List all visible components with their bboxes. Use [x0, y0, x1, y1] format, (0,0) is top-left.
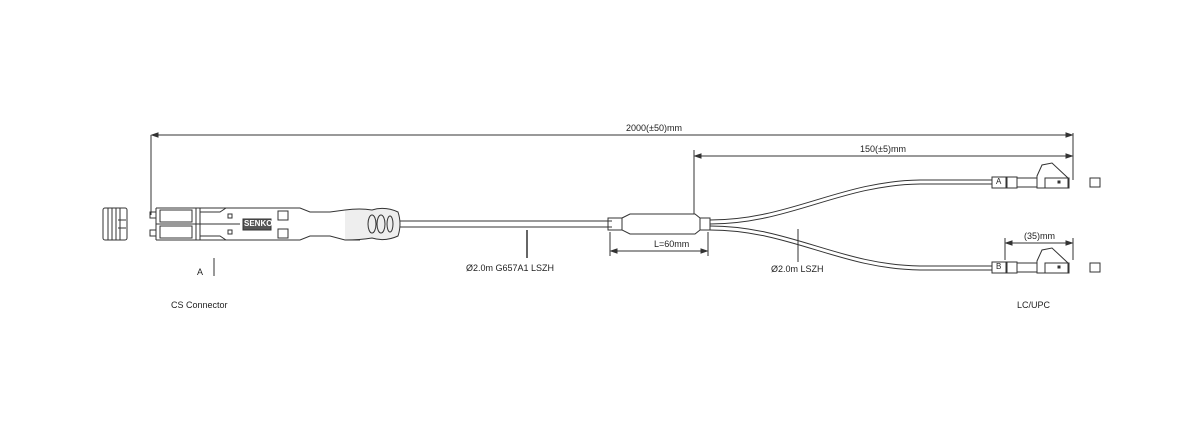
cs-connector-body: [149, 207, 401, 241]
lc-connector-a: [991, 162, 1101, 189]
cs-connector-label: CS Connector: [171, 300, 228, 310]
section-marker-label: A: [197, 267, 204, 277]
lc-upc-label: LC/UPC: [1017, 300, 1051, 310]
main-cable-label: Ø2.0m G657A1 LSZH: [466, 263, 555, 273]
cs-dust-cap: [102, 207, 128, 241]
breakout-legs: [709, 179, 992, 271]
connector-length-dimension: [1004, 238, 1074, 260]
main-cable: [400, 220, 612, 258]
total-length-dimension: [150, 132, 1074, 215]
breakout-cable-label: Ø2.0m LSZH: [771, 264, 824, 274]
breakout-length-dimension: [693, 150, 1074, 222]
connector-length-label: (35)mm: [1024, 231, 1055, 241]
splitter: [607, 213, 711, 256]
splitter-length-label: L=60mm: [654, 239, 690, 249]
leg-a-tag: A: [996, 177, 1002, 186]
lc-connector-b: [991, 247, 1101, 274]
total-length-label: 2000(±50)mm: [626, 123, 682, 133]
breakout-length-label: 150(±5)mm: [860, 144, 906, 154]
brand-mark: SENKO: [244, 219, 273, 228]
leg-b-tag: B: [996, 262, 1002, 271]
